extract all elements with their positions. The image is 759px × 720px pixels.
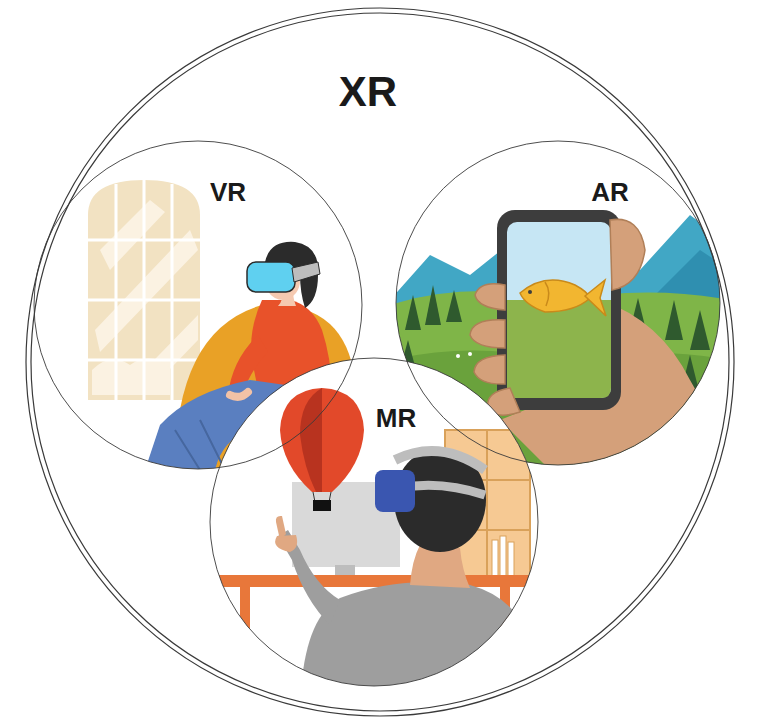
region-label: MR bbox=[376, 405, 416, 431]
circle-border bbox=[396, 141, 720, 465]
circle-outline bbox=[25, 7, 735, 717]
mr-scene bbox=[205, 350, 545, 720]
circle-outline bbox=[33, 140, 363, 470]
region-label: XR bbox=[339, 71, 397, 113]
ar-region: AR bbox=[395, 140, 721, 466]
circle-border bbox=[34, 141, 362, 469]
mr-region: MR bbox=[209, 357, 539, 687]
circle-border bbox=[31, 13, 729, 711]
hot-air-balloon bbox=[280, 388, 364, 511]
vr-region: VR bbox=[33, 140, 363, 470]
region-label: VR bbox=[210, 179, 246, 205]
circle-border bbox=[210, 358, 538, 686]
xr-region: XR VR AR MR bbox=[25, 7, 735, 717]
circle-outline bbox=[209, 357, 539, 687]
circle-outline bbox=[395, 140, 721, 466]
region-label: AR bbox=[591, 179, 629, 205]
circle-border bbox=[26, 8, 734, 716]
